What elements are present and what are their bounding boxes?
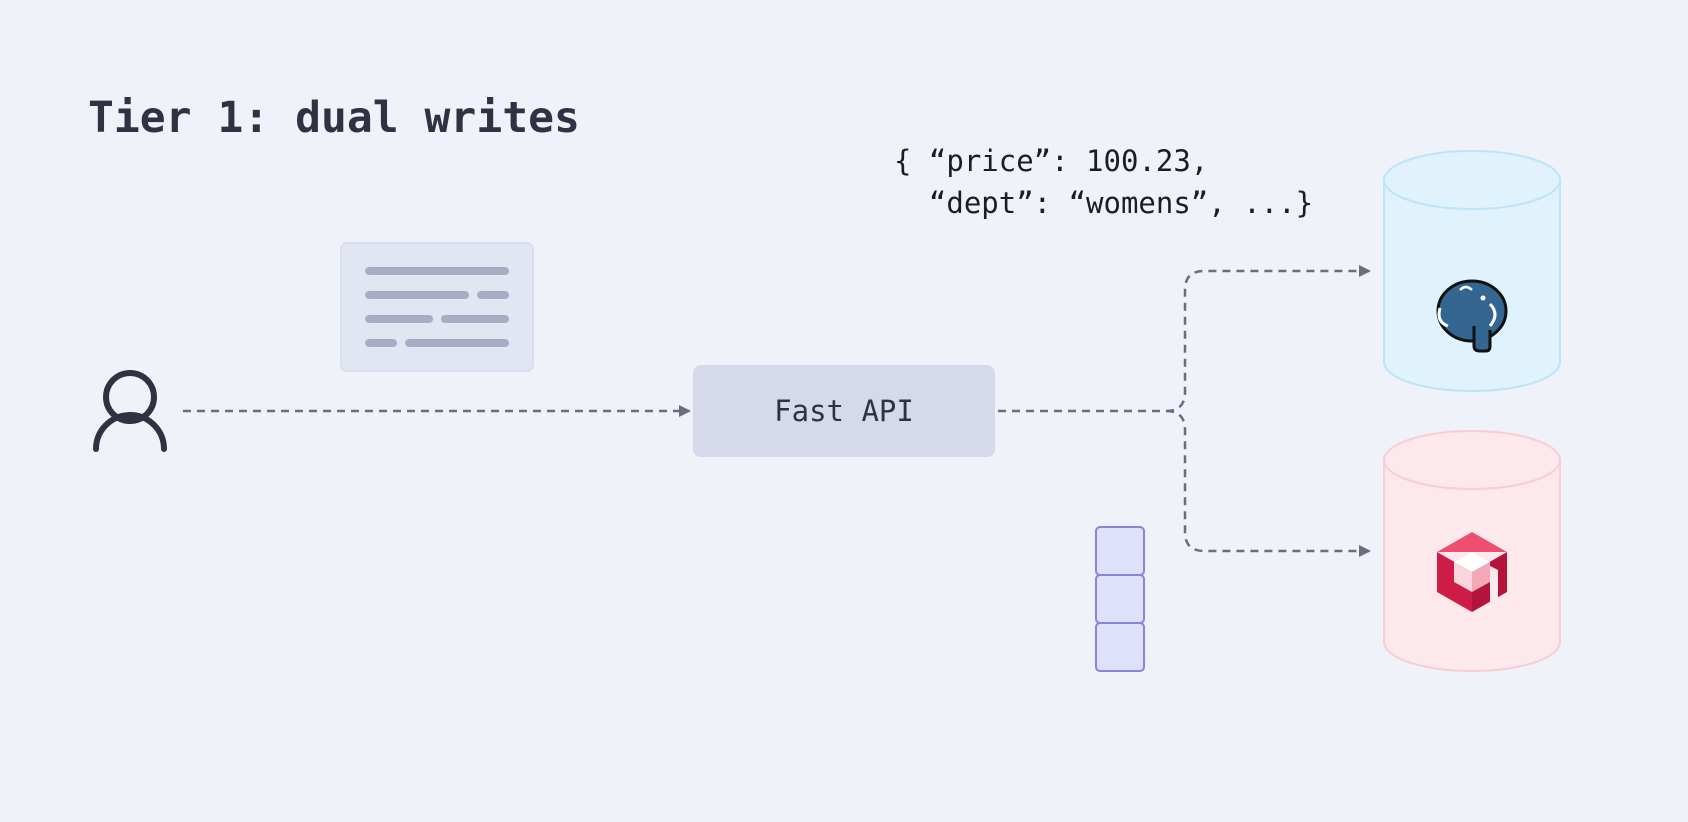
postgres-database [1383,150,1561,392]
database-logo-icon [1437,532,1507,612]
user-icon [93,370,167,452]
queue-icon [1095,526,1145,672]
diagram-title: Tier 1: dual writes [88,93,580,143]
fast-api-service: Fast API [693,365,995,457]
fast-api-label: Fast API [774,394,914,428]
branch-connector [998,265,1371,557]
document-icon [340,242,534,372]
second-database [1383,430,1561,672]
payload-line-2: “dept”: “womens”, ...} [894,186,1314,220]
json-payload: { “price”: 100.23, “dept”: “womens”, ...… [894,140,1313,224]
payload-line-1: { “price”: 100.23, [894,144,1209,178]
postgresql-icon [1436,279,1508,353]
